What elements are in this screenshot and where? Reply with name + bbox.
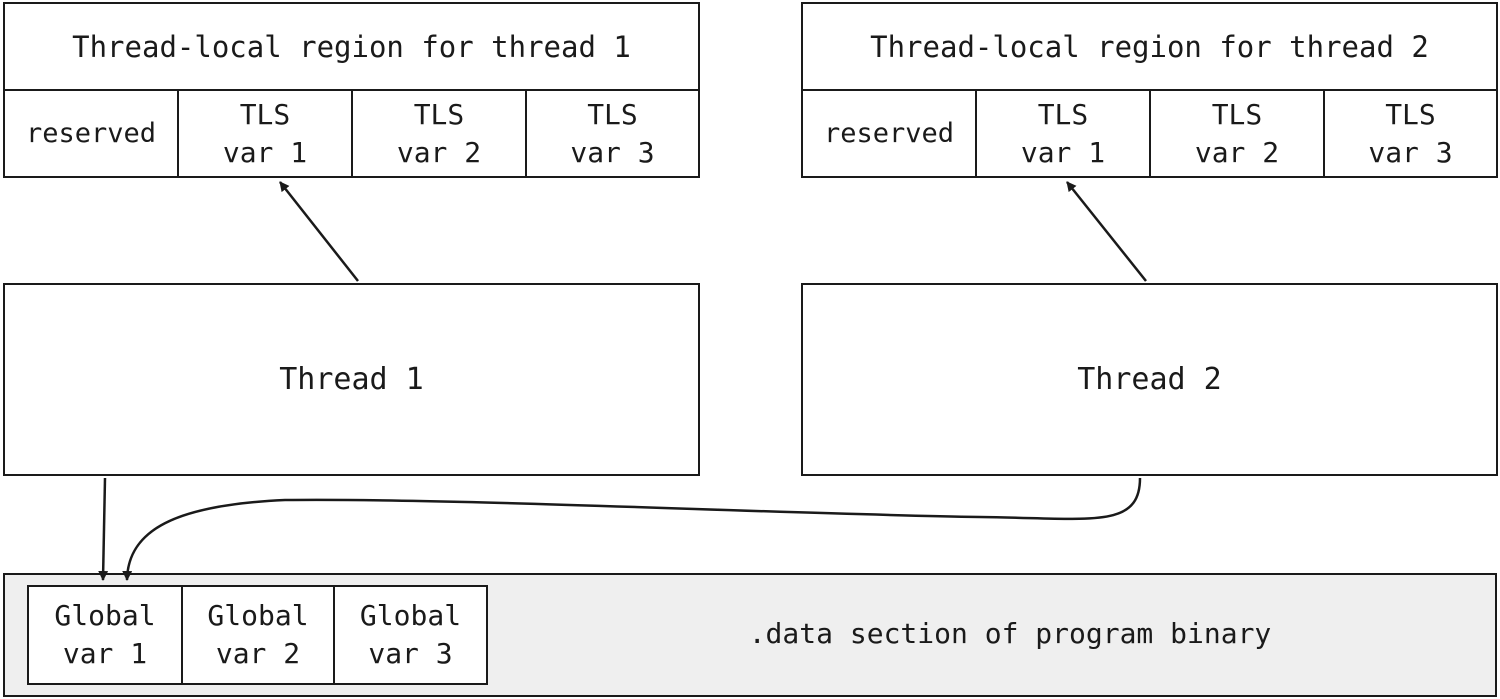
thread-2-label: Thread 2 bbox=[1077, 361, 1222, 397]
reserved-label: reserved bbox=[823, 117, 955, 149]
tls-var-label: TLS var 3 bbox=[570, 97, 655, 169]
tls-region-2-title-box: Thread-local region for thread 2 bbox=[801, 2, 1498, 91]
tls-region-2-var-1-cell: TLS var 1 bbox=[975, 89, 1151, 178]
tls-region-2-var-3-cell: TLS var 3 bbox=[1323, 89, 1498, 178]
arrow-thread2-to-global-var1 bbox=[122, 477, 1142, 581]
reserved-label: reserved bbox=[25, 117, 157, 149]
tls-region-2-title: Thread-local region for thread 2 bbox=[870, 29, 1429, 64]
tls-region-2-var-2-cell: TLS var 2 bbox=[1149, 89, 1325, 178]
data-section-label: .data section of program binary bbox=[748, 617, 1272, 650]
tls-region-2-reserved-cell: reserved bbox=[801, 89, 977, 178]
tls-region-1-var-3-cell: TLS var 3 bbox=[525, 89, 700, 178]
tls-var-label: TLS var 1 bbox=[222, 97, 308, 169]
tls-region-1-title: Thread-local region for thread 1 bbox=[72, 29, 631, 64]
global-var-label: Global var 2 bbox=[207, 599, 309, 670]
global-var-2-cell: Global var 2 bbox=[181, 585, 335, 685]
tls-var-label: TLS var 1 bbox=[1020, 97, 1106, 169]
thread-2-box: Thread 2 bbox=[801, 283, 1498, 476]
global-var-label: Global var 1 bbox=[54, 599, 156, 670]
thread-1-label: Thread 1 bbox=[279, 361, 424, 397]
tls-region-1-title-box: Thread-local region for thread 1 bbox=[3, 2, 700, 91]
arrow-thread1-to-global-var1 bbox=[98, 477, 109, 581]
tls-var-label: TLS var 3 bbox=[1368, 97, 1453, 169]
thread-1-box: Thread 1 bbox=[3, 283, 700, 476]
tls-var-label: TLS var 2 bbox=[396, 97, 482, 169]
tls-region-1-reserved-cell: reserved bbox=[3, 89, 179, 178]
tls-var-label: TLS var 2 bbox=[1194, 97, 1280, 169]
arrow-thread2-to-tls-var1 bbox=[1066, 181, 1147, 282]
global-var-3-cell: Global var 3 bbox=[333, 585, 488, 685]
arrow-thread1-to-tls-var1 bbox=[279, 181, 359, 282]
global-var-label: Global var 3 bbox=[359, 599, 462, 670]
